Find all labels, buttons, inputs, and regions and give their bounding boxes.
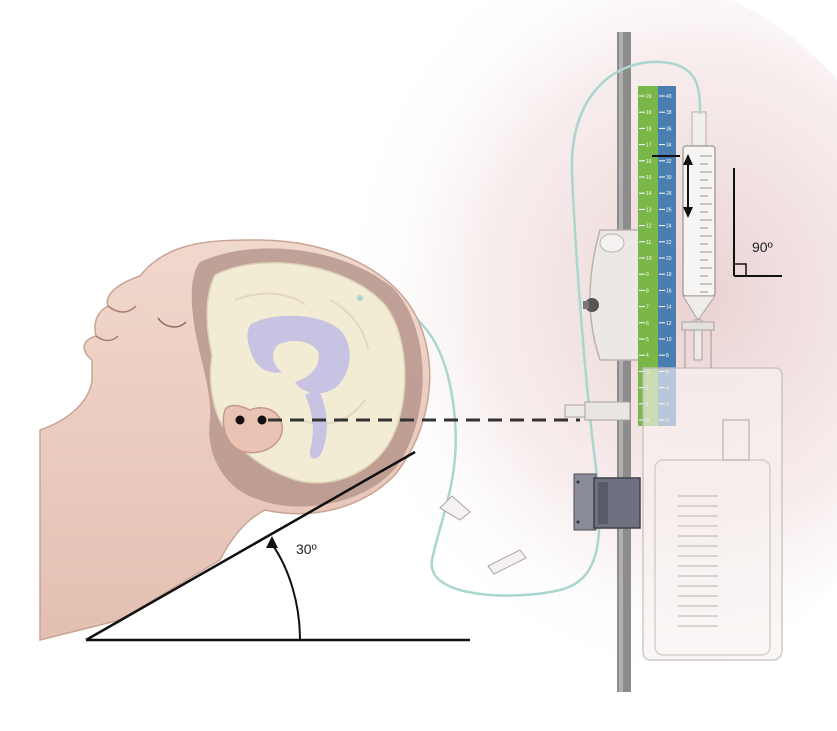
drip-chamber	[681, 111, 716, 368]
incline-line	[85, 450, 416, 642]
scale-tick-label: 8	[666, 353, 669, 359]
scale-tick-label: 10	[646, 256, 652, 262]
incline-angle-label: 30º	[296, 541, 317, 557]
scale-tick-label: 7	[646, 305, 649, 311]
scale-tick-label: 19	[646, 110, 652, 116]
scale-tick-label: 26	[666, 207, 672, 213]
closed-eye	[157, 317, 187, 328]
scale-tick-label: 16	[646, 159, 652, 165]
scale-tick-label: 5	[646, 337, 649, 343]
scale-tick-label: 30	[666, 175, 672, 181]
scale-tick-label: 11	[646, 240, 651, 246]
tragus-reference-dot	[235, 415, 245, 425]
scale-tick-label: 40	[666, 94, 672, 100]
scale-tick-label: 20	[646, 94, 652, 100]
scale-tick-label: 12	[646, 224, 652, 230]
scale-tick-label: 20	[666, 256, 672, 262]
green-scale	[638, 86, 658, 426]
adjustment-arrow	[652, 154, 693, 218]
right-angle-indicator	[733, 168, 782, 277]
scale-tick-label: 12	[666, 321, 672, 327]
drainage-bag	[642, 367, 783, 661]
scale-tick-label: 17	[646, 143, 652, 149]
scale-tick-label: 18	[646, 126, 652, 132]
scale-tick-label: 4	[646, 353, 649, 359]
scale-tick-label: 9	[646, 272, 649, 278]
scale-tick-label: 34	[666, 143, 672, 149]
scale-tick-label: 8	[646, 288, 649, 294]
incline-indicator	[85, 450, 470, 642]
blue-scale-ticks: 0246810121416182022242628303234363840	[659, 94, 672, 424]
zeroing-stopcock	[584, 401, 631, 421]
pressure-scale: 01234567891011121314151617181920 0246810…	[638, 86, 676, 426]
scale-tick-label: 24	[666, 224, 672, 230]
scale-tick-label: 16	[666, 288, 672, 294]
mouth	[95, 335, 119, 342]
scale-tick-label: 14	[666, 305, 672, 311]
foramen-monro-dot	[257, 415, 267, 425]
scale-tick-label: 10	[666, 337, 672, 343]
scale-tick-label: 6	[646, 321, 649, 327]
ear	[222, 404, 283, 454]
nose	[107, 305, 137, 313]
scale-tick-label: 15	[646, 175, 652, 181]
right-angle-label: 90º	[752, 239, 773, 255]
scale-tick-label: 28	[666, 191, 672, 197]
scale-tick-label: 14	[646, 191, 652, 197]
bag-graduation-lines	[678, 495, 718, 627]
scale-tick-label: 13	[646, 207, 652, 213]
blue-scale	[658, 86, 676, 426]
scale-tick-label: 36	[666, 126, 672, 132]
pressure-transducer	[573, 473, 641, 531]
mounting-bracket	[589, 229, 641, 361]
ventricle	[247, 315, 350, 459]
scale-tick-label: 18	[666, 272, 672, 278]
scale-tick-label: 38	[666, 110, 672, 116]
scale-tick-label: 32	[666, 159, 672, 165]
tube-connectors	[439, 401, 631, 575]
scale-tick-label: 22	[666, 240, 672, 246]
